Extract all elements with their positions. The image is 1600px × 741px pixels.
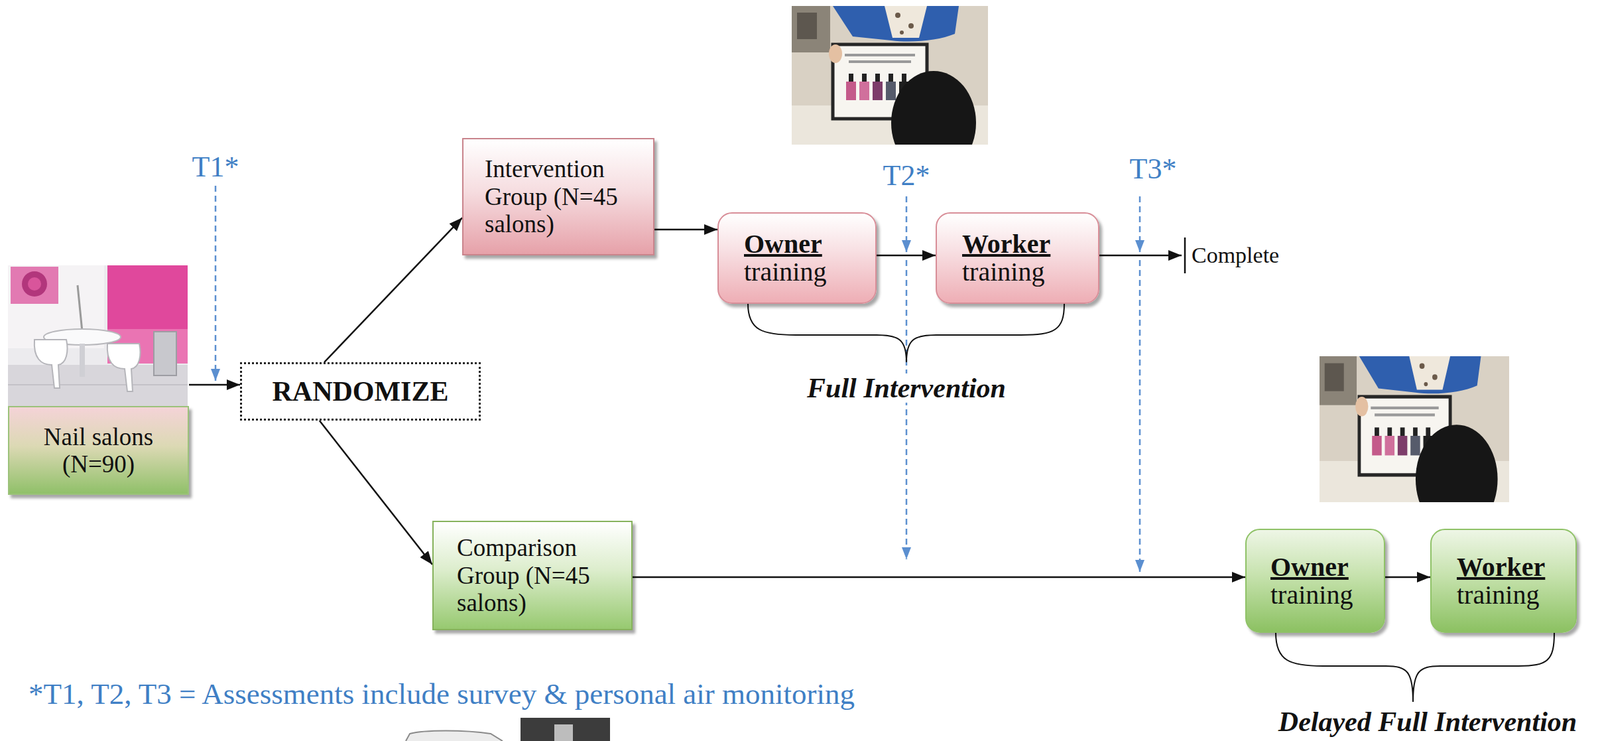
photo-chair [107, 343, 141, 392]
footnote: *T1, T2, T3 = Assessments include survey… [28, 678, 855, 710]
photo-rose [27, 277, 42, 291]
flow-arrow [632, 576, 1246, 579]
photo-rose-frame [10, 266, 59, 304]
box-label: training [1270, 580, 1353, 609]
complete-arrow [1099, 254, 1182, 257]
phase-label: Full Intervention [802, 373, 1010, 403]
flow-arrow [188, 383, 241, 386]
cut-off-icons [405, 717, 611, 741]
box-label: training [1456, 580, 1539, 609]
group-box: Comparison Group (N=45 salons) [432, 520, 633, 630]
end-bar [1184, 237, 1187, 274]
phase-label: Delayed Full Intervention [1274, 706, 1581, 737]
assessment-arrow [214, 185, 217, 381]
timepoint-label: T1* [192, 151, 240, 183]
box-heading: Owner [743, 230, 823, 258]
device-icon [405, 730, 503, 741]
training-box: Ownertraining [1245, 528, 1386, 633]
box-heading: Owner [1270, 553, 1349, 581]
box-label: Intervention Group (N=45 salons) [484, 155, 634, 238]
training-box: Workertraining [1430, 528, 1577, 633]
brace [747, 303, 1065, 363]
flow-arrow [319, 420, 433, 565]
training-photo [1319, 356, 1510, 534]
device-photo [520, 717, 611, 741]
photo-trolley [153, 331, 177, 376]
training-photo [791, 5, 988, 175]
device-photo [554, 724, 573, 741]
assessment-arrow [1139, 196, 1142, 252]
group-box: Intervention Group (N=45 salons) [462, 137, 655, 256]
box-label: training [743, 257, 827, 286]
assessment-arrow [905, 259, 908, 559]
brace [1275, 632, 1555, 702]
photo-rose [21, 271, 48, 297]
flow-arrow [1385, 576, 1431, 579]
salon-box: Nail salons (N=90) [7, 265, 189, 495]
photo-table-leg [79, 343, 85, 377]
flow-arrow [324, 217, 463, 363]
timepoint-label: T3* [1129, 153, 1177, 185]
salon-photo [7, 265, 188, 406]
photo-lamp [77, 285, 83, 332]
flow-arrow [654, 228, 718, 231]
assessment-arrow [905, 196, 908, 252]
training-box: Workertraining [935, 212, 1100, 304]
training-box: Ownertraining [717, 212, 877, 304]
box-label: Nail salons (N=90) [22, 423, 175, 479]
label-band: Nail salons (N=90) [7, 405, 189, 495]
box-heading: Worker [1456, 553, 1545, 581]
photo-pink-wall [107, 265, 188, 340]
box-heading: Worker [962, 230, 1051, 258]
box-label: training [962, 257, 1045, 286]
box-label: Comparison Group (N=45 salons) [456, 533, 612, 616]
assessment-arrow [1139, 259, 1142, 572]
timepoint-label: T2* [883, 160, 931, 191]
box-label: RANDOMIZE [271, 375, 449, 407]
photo-background [7, 265, 188, 406]
end-label: Complete [1191, 243, 1280, 268]
photo-tile [7, 383, 188, 386]
randomize-box: RANDOMIZE [240, 362, 481, 421]
flow-arrow [876, 254, 936, 257]
photo-chair [34, 339, 68, 388]
